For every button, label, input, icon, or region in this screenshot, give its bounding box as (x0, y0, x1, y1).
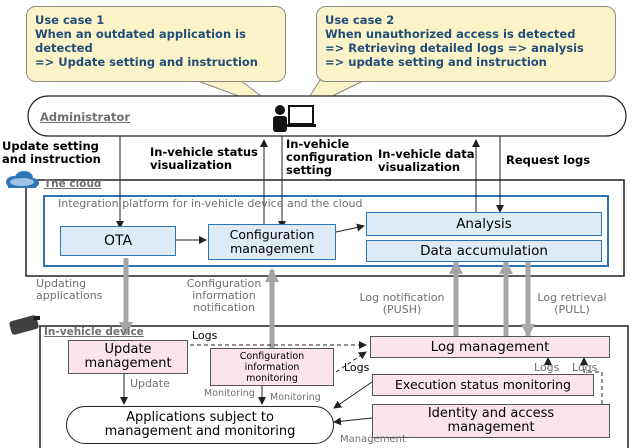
cloud-icon (6, 171, 39, 188)
administrator-icon (273, 105, 316, 132)
logs-label: Logs (572, 361, 598, 374)
logs-label: Logs (344, 361, 370, 374)
log-retrieval-label: Log retrieval (PULL) (537, 291, 607, 316)
monitoring-label: Monitoring (204, 388, 255, 399)
update-label: Update (130, 377, 170, 390)
cloud-label: The cloud (44, 178, 102, 190)
config-management-box: Configuration management (208, 224, 336, 260)
update-setting-label: Update setting and instruction (2, 139, 101, 166)
ota-box: OTA (60, 226, 176, 256)
logs-label: Logs (534, 361, 560, 374)
status-visualization-label: In-vehicle status visualization (150, 145, 258, 172)
identity-access-box: Identity and access management (372, 404, 610, 438)
log-management-box: Log management (370, 336, 610, 358)
use-case-1-line: detected (35, 41, 93, 55)
log-notification-label: Log notification (PUSH) (359, 291, 445, 316)
data-accumulation-box: Data accumulation (366, 240, 602, 262)
logs-label: Logs (192, 329, 218, 342)
applications-box: Applications subject to management and m… (66, 406, 334, 444)
use-case-2-callout: Use case 2 When unauthorized access is d… (316, 6, 616, 82)
use-case-2-line: => Retrieving detailed logs => analysis (325, 41, 584, 55)
data-visualization-label: In-vehicle data visualization (378, 147, 475, 174)
administrator-label: Administrator (40, 110, 131, 124)
administrator-band (27, 95, 627, 137)
use-case-1-line: When an outdated application is (35, 27, 246, 41)
updating-applications-label: Updating applications (36, 277, 103, 302)
analysis-box: Analysis (366, 212, 602, 236)
use-case-2-line: When unauthorized access is detected (325, 27, 576, 41)
device-icon (9, 315, 40, 335)
management-label: Management (340, 434, 406, 445)
use-case-1-line: => Update setting and instruction (35, 55, 258, 69)
config-notification-label: Configuration information notification (186, 277, 262, 314)
config-monitoring-box: Configuration information monitoring (210, 348, 334, 386)
monitoring-label: Monitoring (270, 392, 321, 403)
device-label: In-vehicle device (44, 326, 144, 338)
config-setting-label: In-vehicle configuration setting (286, 137, 373, 177)
execution-monitoring-box: Execution status monitoring (372, 374, 594, 396)
update-management-box: Update management (68, 340, 188, 374)
use-case-1-title: Use case 1 (35, 13, 105, 27)
platform-label: Integration platform for in-vehicle devi… (58, 197, 363, 210)
request-logs-label: Request logs (506, 153, 591, 167)
use-case-2-line: => update setting and instruction (325, 55, 547, 69)
use-case-2-title: Use case 2 (325, 13, 395, 27)
use-case-1-callout: Use case 1 When an outdated application … (26, 6, 286, 82)
